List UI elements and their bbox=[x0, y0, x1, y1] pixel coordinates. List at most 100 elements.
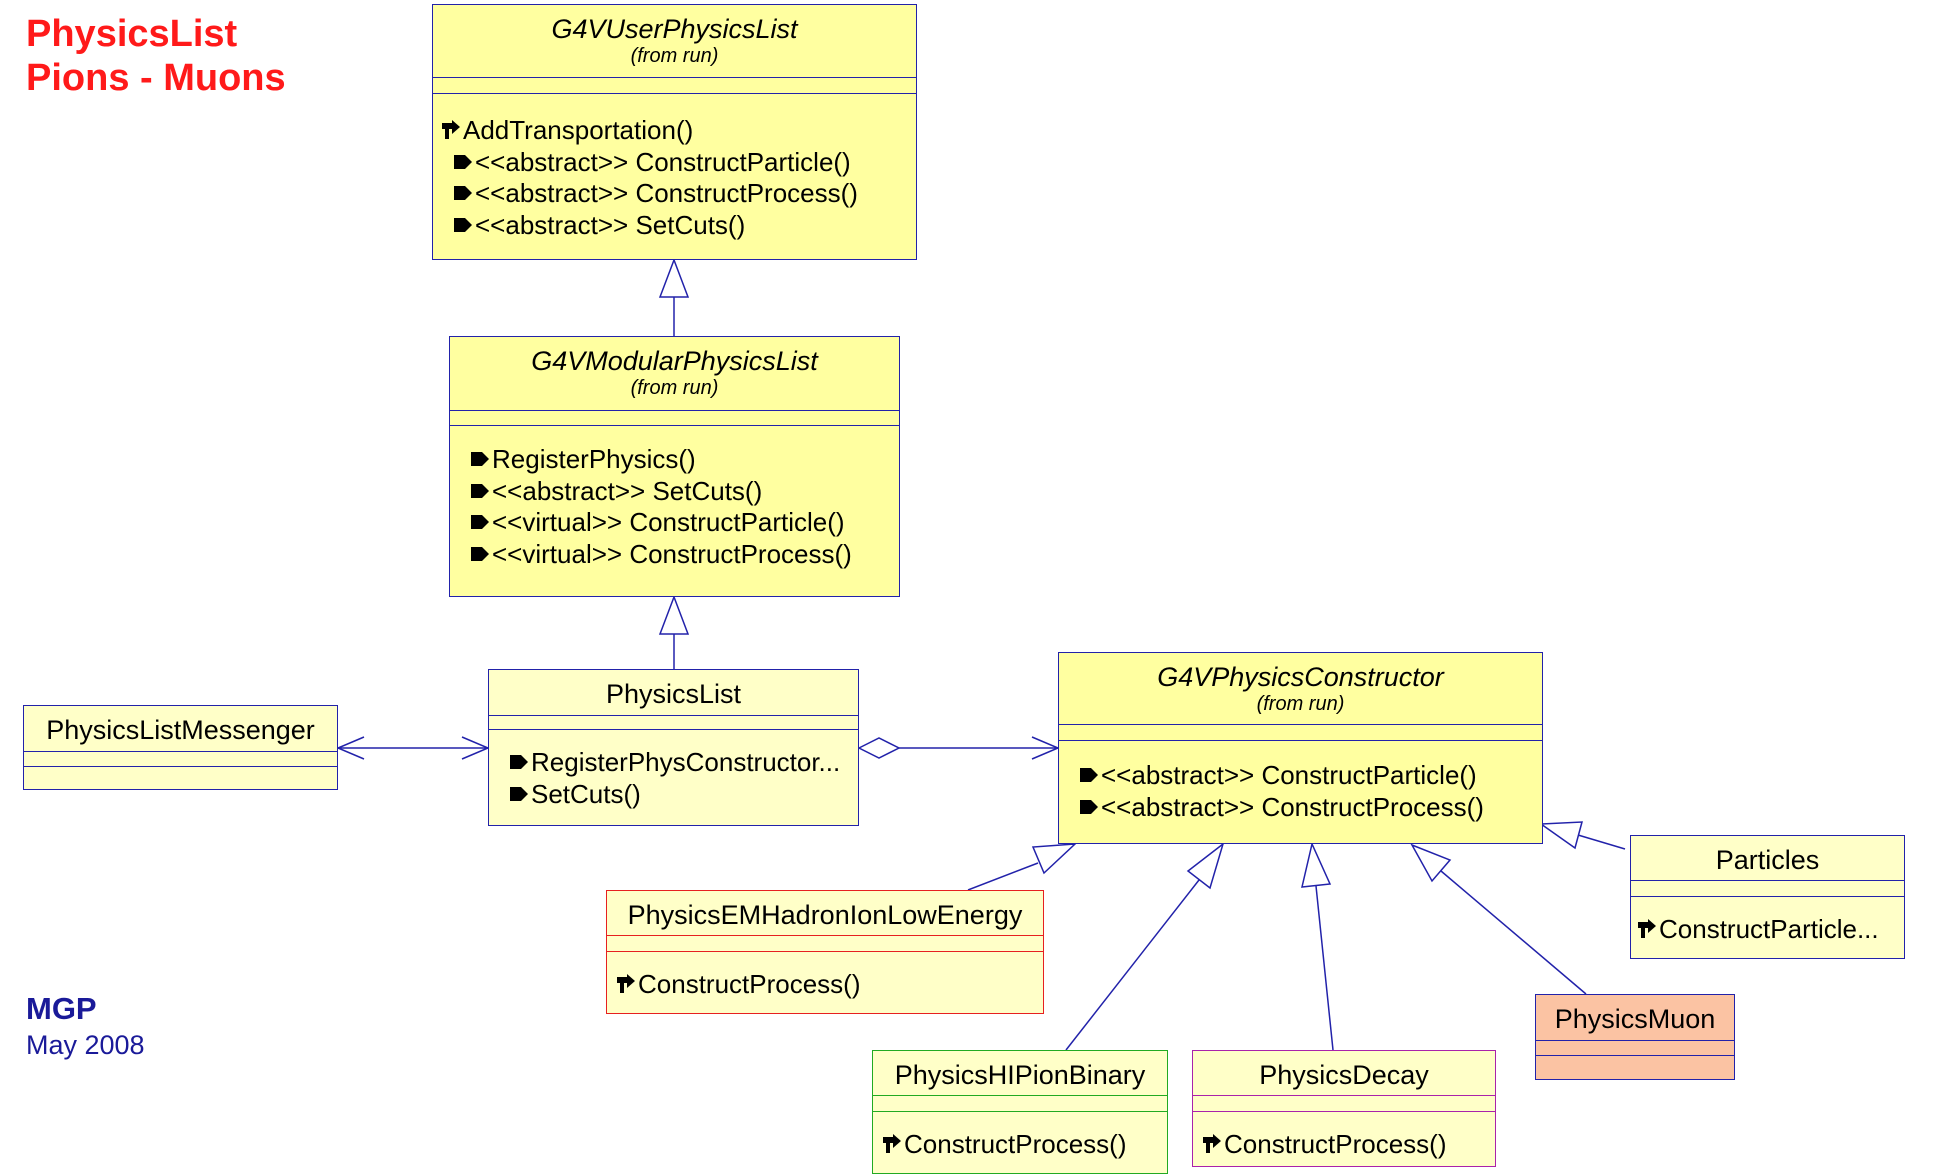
class-name: PhysicsHIPionBinary bbox=[894, 1060, 1146, 1090]
operation-text: <<abstract>> ConstructProcess() bbox=[1101, 791, 1484, 822]
generalization-arrowhead-particles bbox=[1538, 821, 1583, 850]
class-g4vphysicsconstructor[interactable]: G4VPhysicsConstructor (from run) <<abstr… bbox=[1058, 652, 1543, 844]
operation-separator bbox=[1631, 896, 1904, 897]
protected-operation-icon bbox=[882, 1134, 902, 1154]
operation-separator bbox=[489, 729, 858, 730]
operation-item: ConstructParticle... bbox=[1637, 914, 1904, 946]
operation-item: RegisterPhysics() bbox=[470, 444, 899, 476]
class-physicsdecay[interactable]: PhysicsDecay ConstructProcess() bbox=[1192, 1050, 1496, 1167]
operations-compartment: <<abstract>> ConstructParticle() <<abstr… bbox=[1059, 760, 1542, 823]
class-g4vuserphysicslist[interactable]: G4VUserPhysicsList (from run) AddTranspo… bbox=[432, 4, 917, 260]
class-physicslistmessenger[interactable]: PhysicsListMessenger bbox=[23, 705, 338, 790]
class-physicslist[interactable]: PhysicsList RegisterPhysConstructor... S… bbox=[488, 669, 859, 826]
attribute-separator bbox=[607, 935, 1043, 936]
public-operation-icon bbox=[509, 752, 529, 772]
operation-item: <<abstract>> ConstructProcess() bbox=[441, 178, 916, 210]
attribute-separator bbox=[24, 751, 337, 752]
generalization-muon-to-constructor bbox=[1440, 870, 1587, 995]
operation-text: SetCuts() bbox=[531, 778, 641, 809]
class-physicsemhadronionlowenergy[interactable]: PhysicsEMHadronIonLowEnergy ConstructPro… bbox=[606, 890, 1044, 1014]
public-operation-icon bbox=[453, 152, 473, 172]
attribute-separator bbox=[489, 715, 858, 716]
generalization-emhadron-to-constructor bbox=[967, 862, 1039, 891]
author-block: MGP May 2008 bbox=[26, 990, 145, 1062]
operation-text: ConstructProcess() bbox=[904, 1129, 1127, 1159]
class-name: G4VModularPhysicsList bbox=[531, 346, 818, 376]
author-name: MGP bbox=[26, 991, 97, 1026]
class-name: Particles bbox=[1715, 845, 1820, 875]
class-name: PhysicsDecay bbox=[1259, 1060, 1429, 1090]
public-operation-icon bbox=[453, 183, 473, 203]
operation-text: ConstructProcess() bbox=[1224, 1129, 1447, 1159]
operation-text: <<abstract>> ConstructParticle() bbox=[475, 146, 851, 177]
class-physicsmuon[interactable]: PhysicsMuon bbox=[1535, 994, 1735, 1080]
generalization-arrowhead-modular bbox=[658, 594, 690, 635]
generalization-arrowhead-decay bbox=[1301, 841, 1332, 888]
attribute-separator bbox=[450, 410, 899, 411]
operation-text: ConstructProcess() bbox=[638, 969, 861, 999]
diagram-title-line-1: PhysicsList bbox=[26, 13, 238, 55]
public-operation-icon bbox=[470, 544, 490, 564]
operation-separator bbox=[450, 425, 899, 426]
operation-item: RegisterPhysConstructor... bbox=[509, 747, 858, 779]
protected-operation-icon bbox=[616, 974, 636, 994]
operation-item: ConstructProcess() bbox=[616, 969, 1043, 1001]
protected-operation-icon bbox=[1202, 1134, 1222, 1154]
operation-separator bbox=[24, 766, 337, 767]
operation-item: ConstructProcess() bbox=[882, 1129, 1167, 1161]
class-g4vmodularphysicslist[interactable]: G4VModularPhysicsList (from run) Registe… bbox=[449, 336, 900, 597]
operations-compartment: ConstructProcess() bbox=[607, 969, 1043, 1001]
public-operation-icon bbox=[470, 449, 490, 469]
operation-separator bbox=[1059, 740, 1542, 741]
operations-compartment: ConstructProcess() bbox=[1193, 1129, 1495, 1161]
operation-item: <<virtual>> ConstructProcess() bbox=[470, 539, 899, 571]
public-operation-icon bbox=[1079, 765, 1099, 785]
public-operation-icon bbox=[470, 481, 490, 501]
operation-item: AddTransportation() bbox=[441, 115, 916, 147]
attribute-separator bbox=[873, 1095, 1167, 1096]
class-name: G4VUserPhysicsList bbox=[551, 14, 798, 44]
operation-text: ConstructParticle... bbox=[1659, 914, 1879, 944]
operation-text: <<abstract>> ConstructParticle() bbox=[1101, 760, 1477, 790]
protected-operation-icon bbox=[441, 120, 461, 140]
operation-text: <<abstract>> SetCuts() bbox=[475, 209, 746, 240]
generalization-arrowhead-muon bbox=[1410, 843, 1452, 883]
public-operation-icon bbox=[470, 512, 490, 532]
attribute-separator bbox=[1631, 880, 1904, 881]
generalization-decay-to-constructor bbox=[1315, 885, 1334, 1051]
generalization-hipion-to-constructor bbox=[1065, 879, 1200, 1051]
class-stereotype: (from run) bbox=[1256, 693, 1345, 715]
generalization-arrowhead-emhadron bbox=[1031, 843, 1078, 875]
operations-compartment: ConstructParticle... bbox=[1631, 914, 1904, 946]
operation-text: <<virtual>> ConstructProcess() bbox=[492, 538, 852, 569]
class-stereotype: (from run) bbox=[630, 377, 719, 399]
generalization-arrowhead-user bbox=[658, 257, 690, 298]
class-particles[interactable]: Particles ConstructParticle... bbox=[1630, 835, 1905, 959]
attribute-separator bbox=[1059, 724, 1542, 725]
operation-separator bbox=[1536, 1055, 1734, 1056]
operation-item: <<abstract>> ConstructProcess() bbox=[1079, 792, 1542, 824]
operation-separator bbox=[873, 1111, 1167, 1112]
attribute-separator bbox=[1193, 1095, 1495, 1096]
class-name: G4VPhysicsConstructor bbox=[1157, 662, 1444, 692]
generalization-arrowhead-hipion bbox=[1186, 841, 1225, 890]
operation-separator bbox=[433, 93, 916, 94]
class-name: PhysicsEMHadronIonLowEnergy bbox=[627, 900, 1023, 930]
association-arrowhead-messenger bbox=[336, 736, 365, 760]
class-physicshipionbinary[interactable]: PhysicsHIPionBinary ConstructProcess() bbox=[872, 1050, 1168, 1174]
operation-text: RegisterPhysics() bbox=[492, 444, 696, 474]
operation-text: <<virtual>> ConstructParticle() bbox=[492, 507, 845, 537]
operation-item: <<abstract>> ConstructParticle() bbox=[441, 147, 916, 179]
operation-item: SetCuts() bbox=[509, 779, 858, 811]
operation-separator bbox=[1193, 1111, 1495, 1112]
operation-text: <<abstract>> ConstructProcess() bbox=[475, 178, 858, 208]
operation-item: ConstructProcess() bbox=[1202, 1129, 1495, 1161]
operation-text: <<abstract>> SetCuts() bbox=[492, 475, 763, 506]
protected-operation-icon bbox=[1637, 919, 1657, 939]
diagram-title: PhysicsList Pions - Muons bbox=[26, 12, 286, 100]
public-operation-icon bbox=[1079, 797, 1099, 817]
class-stereotype: (from run) bbox=[630, 45, 719, 67]
operation-separator bbox=[607, 951, 1043, 952]
diagram-title-line-2: Pions - Muons bbox=[26, 57, 286, 99]
